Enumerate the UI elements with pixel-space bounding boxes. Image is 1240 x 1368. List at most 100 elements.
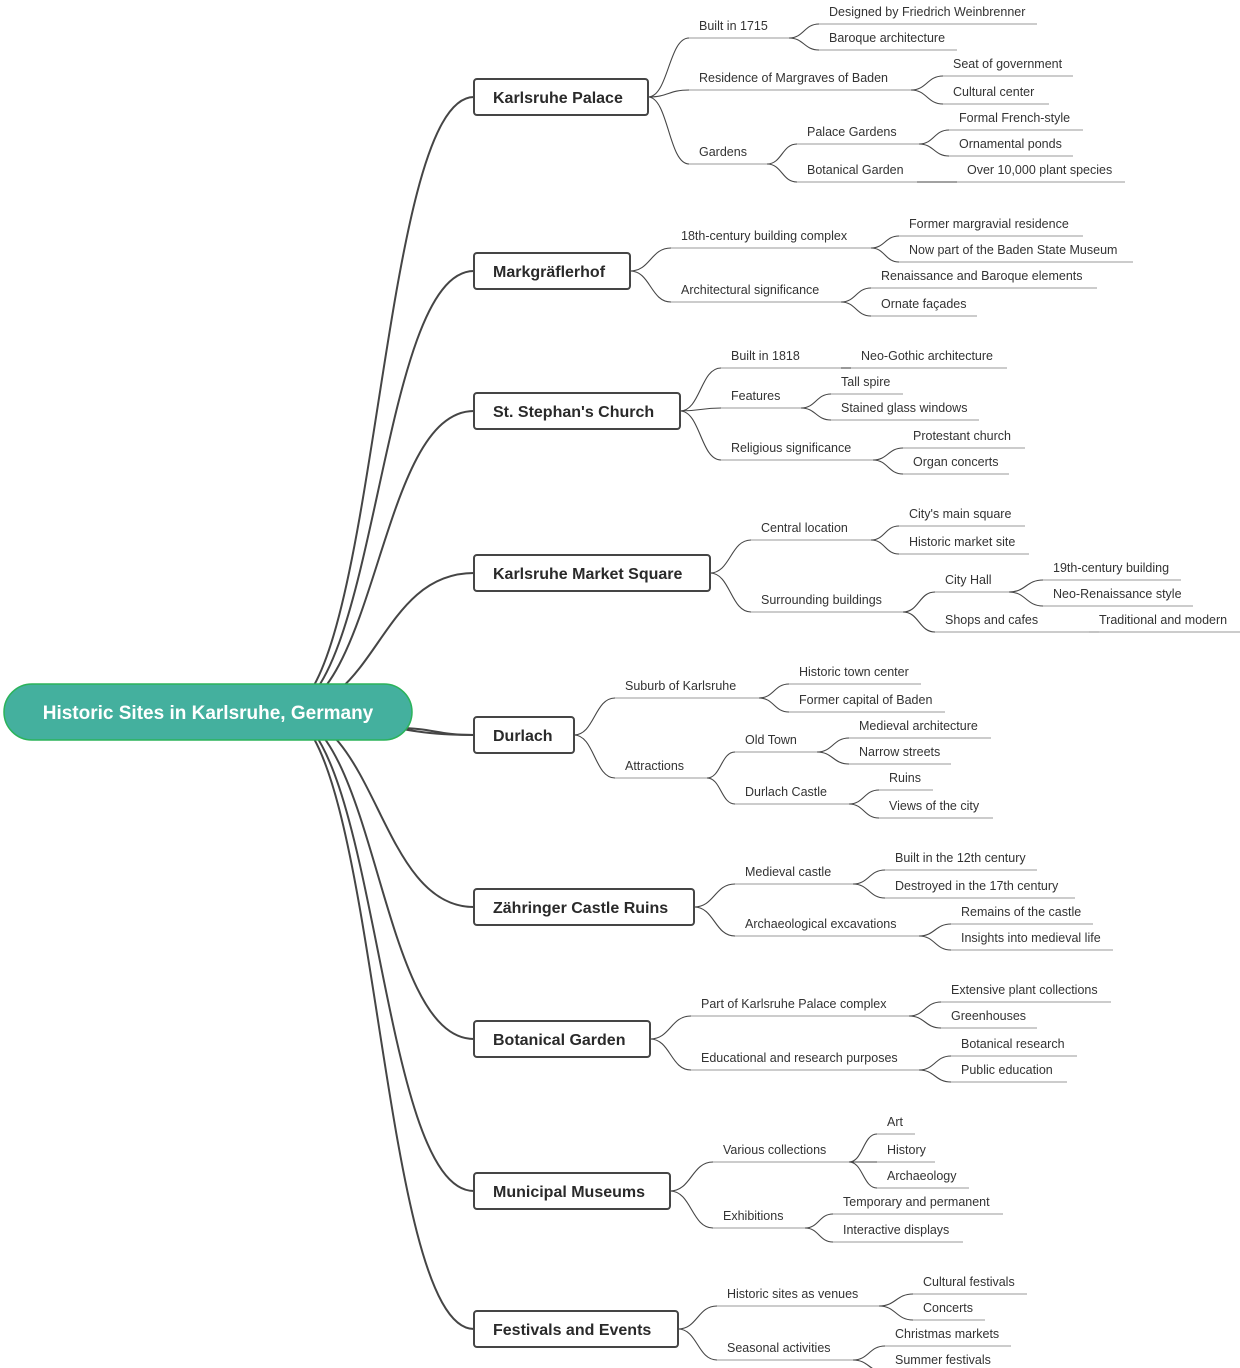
site-4-branch-1-1: City's main square: [909, 507, 1011, 521]
site-2-branch-2: Architectural significance: [681, 283, 819, 297]
site-1-branch-3-1: Palace Gardens: [807, 125, 897, 139]
site-1-branch-1: Built in 1715: [699, 19, 768, 33]
site-2-branch-2-2: Ornate façades: [881, 297, 966, 311]
site-3-branch-1: Built in 1818: [731, 349, 800, 363]
site-6-branch-1-1-connector: [852, 869, 886, 885]
site-5-node[interactable]: Durlach: [473, 716, 575, 754]
site-1-node[interactable]: Karlsruhe Palace: [473, 78, 649, 116]
site-1-branch-3: Gardens: [699, 145, 747, 159]
site-2-branch-2-1: Renaissance and Baroque elements: [881, 269, 1083, 283]
site-3-branch-2-1: Tall spire: [841, 375, 890, 389]
site-1-branch-3-1-1: Formal French-style: [959, 111, 1070, 125]
site-4-branch-2-1-1-connector: [1008, 579, 1044, 593]
site-5-label: Durlach: [493, 728, 553, 745]
site-7-branch-1-1: Extensive plant collections: [951, 983, 1098, 997]
site-9-branch-1-2: Concerts: [923, 1301, 973, 1315]
site-6-node[interactable]: Zähringer Castle Ruins: [473, 888, 695, 926]
site-5-branch-1-2-connector: [758, 697, 790, 713]
site-9-branch-1-connector: [677, 1305, 718, 1330]
site-6-branch-1-connector: [693, 883, 736, 908]
site-1-branch-3-2-connector: [766, 163, 798, 183]
site-9-node[interactable]: Festivals and Events: [473, 1310, 679, 1348]
site-3-branch-2: Features: [731, 389, 780, 403]
site-7-branch-1-2-connector: [908, 1015, 942, 1029]
site-7-connector: [281, 711, 475, 1040]
site-3-branch-1-connector: [679, 367, 722, 412]
node-layer: Historic Sites in Karlsruhe, Germany Karl…: [3, 5, 1240, 1367]
site-2-node[interactable]: Markgräflerhof: [473, 252, 631, 290]
site-4-branch-2-1: City Hall: [945, 573, 992, 587]
site-5-branch-2-2-1-connector: [848, 789, 880, 805]
site-1-branch-2-connector: [647, 89, 690, 98]
site-2-branch-2-1-connector: [840, 287, 872, 303]
site-1-branch-2-1: Seat of government: [953, 57, 1063, 71]
site-4-node[interactable]: Karlsruhe Market Square: [473, 554, 711, 592]
site-3-branch-2-connector: [679, 407, 722, 412]
site-5-branch-2-2: Durlach Castle: [745, 785, 827, 799]
site-8-branch-2: Exhibitions: [723, 1209, 783, 1223]
site-5-branch-2-1-connector: [706, 751, 736, 779]
site-3-branch-3-1-connector: [872, 447, 904, 461]
site-7-node[interactable]: Botanical Garden: [473, 1020, 651, 1058]
site-1-label: Karlsruhe Palace: [493, 90, 623, 107]
site-5-branch-1-connector: [573, 697, 616, 736]
site-6-branch-2-connector: [693, 906, 736, 937]
site-8-box: [473, 1172, 671, 1210]
site-6-branch-1: Medieval castle: [745, 865, 831, 879]
site-8-connector: [281, 711, 475, 1192]
site-3-branch-2-2-connector: [800, 407, 832, 421]
site-9-branch-2-connector: [677, 1328, 718, 1361]
site-6-branch-1-2: Destroyed in the 17th century: [895, 879, 1059, 893]
site-1-branch-2-2: Cultural center: [953, 85, 1034, 99]
site-5-branch-2-1: Old Town: [745, 733, 797, 747]
site-6-branch-2-2-connector: [918, 935, 952, 951]
root-node[interactable]: Historic Sites in Karlsruhe, Germany: [3, 683, 413, 741]
site-2-label: Markgräflerhof: [493, 264, 606, 281]
site-9-box: [473, 1310, 679, 1348]
site-4-branch-2-2: Shops and cafes: [945, 613, 1038, 627]
site-2-connector: [281, 270, 475, 713]
site-3-box: [473, 392, 681, 430]
site-7-branch-1-2: Greenhouses: [951, 1009, 1026, 1023]
site-6-box: [473, 888, 695, 926]
site-8-branch-2-connector: [669, 1190, 714, 1229]
site-1-branch-3-1-connector: [766, 143, 798, 165]
site-6-branch-2-1: Remains of the castle: [961, 905, 1081, 919]
site-5-branch-2-1-2-connector: [816, 751, 850, 765]
site-8-branch-2-1-connector: [804, 1213, 834, 1229]
site-1-branch-3-2-1: Over 10,000 plant species: [967, 163, 1112, 177]
site-7-branch-2-connector: [649, 1038, 692, 1071]
site-5-branch-2-1-2: Narrow streets: [859, 745, 940, 759]
site-1-branch-3-1-2-connector: [918, 143, 950, 157]
site-3-node[interactable]: St. Stephan's Church: [473, 392, 681, 430]
site-7-branch-1-1-connector: [908, 1001, 942, 1017]
site-7-box: [473, 1020, 651, 1058]
site-5-branch-2-2-connector: [706, 777, 736, 805]
site-7-branch-2-2-connector: [918, 1069, 952, 1083]
site-6-label: Zähringer Castle Ruins: [493, 900, 668, 917]
site-1-branch-1-2: Baroque architecture: [829, 31, 945, 45]
site-2-branch-1-1: Former margravial residence: [909, 217, 1069, 231]
site-4-branch-2-2-1: Traditional and modern: [1099, 613, 1227, 627]
site-9-branch-1-2-connector: [878, 1305, 914, 1321]
site-5-branch-2-connector: [573, 734, 616, 779]
site-4-branch-1-2: Historic market site: [909, 535, 1015, 549]
site-4-branch-2-1-1: 19th-century building: [1053, 561, 1169, 575]
site-4-branch-1-1-connector: [870, 525, 900, 541]
site-3-branch-2-2: Stained glass windows: [841, 401, 967, 415]
site-1-branch-3-2: Botanical Garden: [807, 163, 904, 177]
site-8-node[interactable]: Municipal Museums: [473, 1172, 671, 1210]
site-5-branch-2-2-1: Ruins: [889, 771, 921, 785]
site-1-branch-2-2-connector: [910, 89, 944, 105]
root-node-label: Historic Sites in Karlsruhe, Germany: [43, 703, 374, 724]
site-1-connector: [281, 96, 475, 713]
site-1-branch-2-1-connector: [910, 75, 944, 91]
site-5-branch-2-1-1-connector: [816, 737, 850, 753]
site-8-branch-1-3: Archaeology: [887, 1169, 957, 1183]
site-2-branch-1-1-connector: [870, 235, 900, 249]
site-8-branch-2-2-connector: [804, 1227, 834, 1243]
site-6-branch-2-2: Insights into medieval life: [961, 931, 1101, 945]
site-9-branch-1: Historic sites as venues: [727, 1287, 858, 1301]
site-3-branch-2-1-connector: [800, 393, 832, 409]
